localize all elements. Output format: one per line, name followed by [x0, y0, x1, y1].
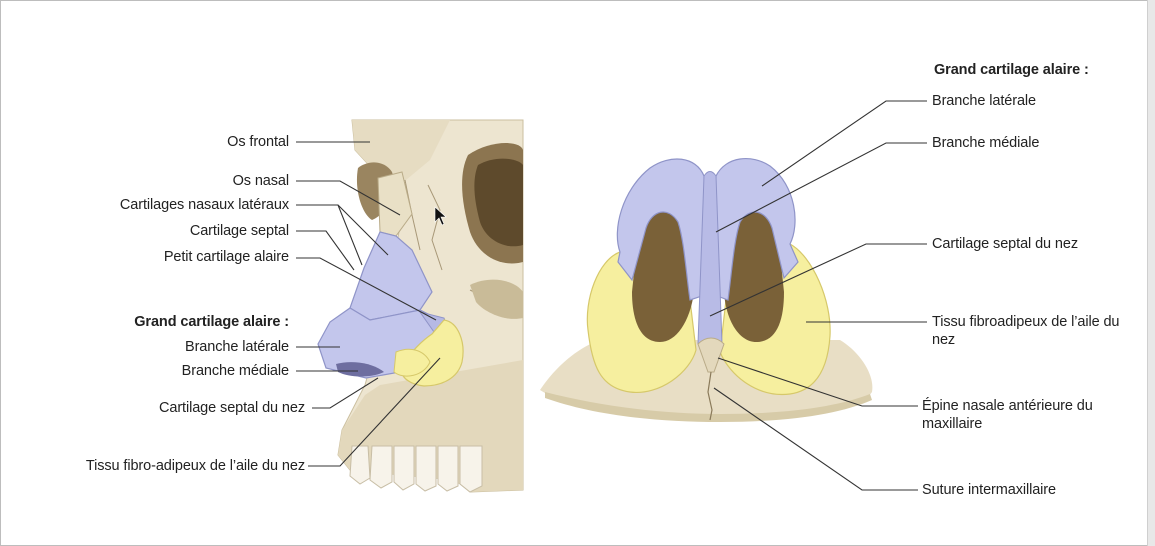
- label-os-nasal: Os nasal: [232, 173, 290, 189]
- leader-cartilages-lateraux: [296, 204, 389, 266]
- nostril-right: [724, 203, 784, 342]
- label-tissu-fibroadipeux: Tissu fibroadipeux de l’aile du nez: [932, 314, 1120, 348]
- maxilla-lower-shade: [545, 392, 872, 422]
- label-suture-intermaxillaire: Suture intermaxillaire: [922, 482, 1056, 498]
- anterior-nasal-spine: [697, 337, 725, 373]
- maxillary-hollow: [470, 279, 523, 319]
- leader-r-suture: [713, 387, 918, 491]
- scrollbar[interactable]: [1147, 0, 1155, 546]
- label-petit-cartilage-alaire: Petit cartilage alaire: [163, 249, 289, 265]
- right-nose-illustration: [540, 158, 873, 422]
- leader-r-branche-mediale: [715, 142, 927, 233]
- leader-cartilage-septal: [296, 230, 355, 271]
- leader-tissu-fibro: [308, 357, 441, 467]
- label-epine-nasale: Épine nasale antérieure du maxillaire: [922, 398, 1093, 432]
- label-branche-mediale-left: Branche médiale: [181, 363, 289, 379]
- leader-r-cartilage-septal: [709, 243, 927, 317]
- nostril: [336, 362, 384, 377]
- leader-cartilage-septal-nez: [312, 377, 379, 409]
- label-os-frontal: Os frontal: [227, 134, 289, 150]
- label-cartilages-nasaux-lateraux: Cartilages nasaux latéraux: [119, 197, 289, 213]
- label-grand-cartilage-heading-right: Grand cartilage alaire :: [934, 62, 1089, 78]
- label-tissu-fibro-adipeux: Tissu fibro-adipeux de l’aile du nez: [85, 458, 305, 474]
- leader-os-nasal: [296, 180, 401, 216]
- label-cartilage-septal-du-nez-right: Cartilage septal du nez: [932, 236, 1079, 252]
- leader-petit-cartilage: [296, 257, 437, 321]
- nasal-bone: [377, 171, 413, 237]
- teeth: [349, 445, 483, 493]
- label-branche-laterale-right: Branche latérale: [932, 93, 1036, 109]
- label-cartilage-septal: Cartilage septal: [189, 223, 289, 239]
- fibro-fatty-tissue-lower: [393, 348, 431, 377]
- left-leader-lines: [296, 141, 441, 467]
- label-branche-laterale-left: Branche latérale: [185, 339, 289, 355]
- nostril-left: [632, 203, 694, 342]
- label-cartilage-septal-du-nez-left: Cartilage septal du nez: [158, 400, 305, 416]
- left-skull-illustration: [317, 119, 524, 493]
- right-leader-lines: [709, 100, 927, 491]
- leader-r-epine: [717, 357, 918, 407]
- label-branche-mediale-right: Branche médiale: [932, 135, 1040, 151]
- intermaxillary-suture-line: [707, 371, 713, 421]
- leader-r-branche-laterale: [761, 100, 927, 187]
- mouse-cursor: [434, 206, 447, 226]
- label-grand-cartilage-heading-left: Grand cartilage alaire :: [134, 314, 289, 330]
- orbit-inner: [474, 158, 523, 247]
